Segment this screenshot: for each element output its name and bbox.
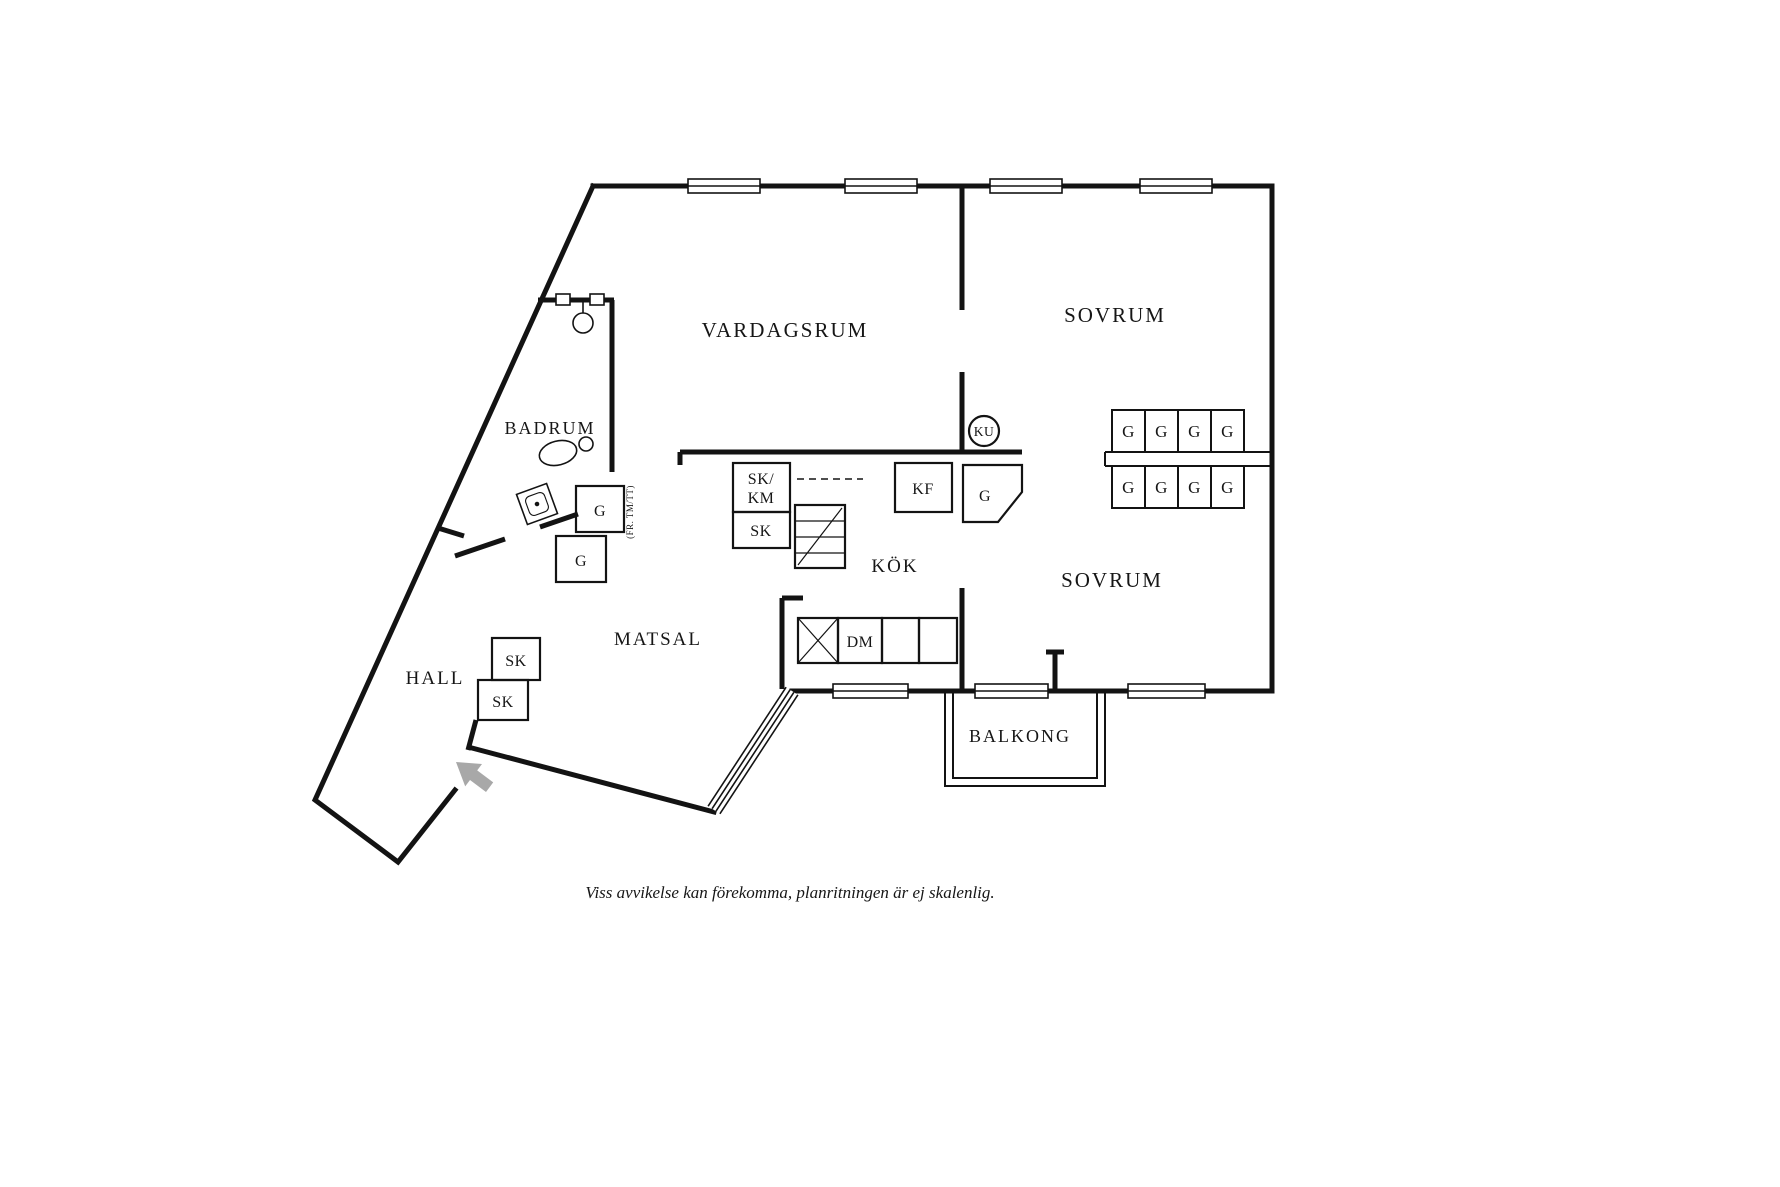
wardrobe-box xyxy=(1144,409,1179,453)
stove-shelf-unit xyxy=(793,503,847,570)
room-labels: VARDAGSRUM SOVRUM BADRUM KÖK SOVRUM MATS… xyxy=(406,303,1166,746)
label-wardrobe-g: G xyxy=(1122,478,1135,497)
room-label-sovrum-top: SOVRUM xyxy=(1064,303,1166,327)
window xyxy=(1139,178,1213,194)
wall-hall-stub xyxy=(437,525,465,539)
label-wardrobe-g: G xyxy=(1221,478,1234,497)
label-wardrobe-g: G xyxy=(1188,478,1201,497)
interior-walls xyxy=(437,186,1064,751)
wall-bathroom-bottom-left xyxy=(454,536,506,559)
label-wardrobe-g: G xyxy=(1155,422,1168,441)
window xyxy=(687,178,761,194)
bathroom-fixtures xyxy=(515,293,605,526)
closet-g xyxy=(574,484,626,534)
label-g-bath-2: G xyxy=(575,553,587,570)
balcony-door-window xyxy=(974,683,1049,699)
room-label-hall: HALL xyxy=(406,668,465,689)
cabinet-sk xyxy=(731,510,792,550)
hall-closets xyxy=(476,636,542,722)
room-label-matsal: MATSAL xyxy=(614,629,702,650)
closet-sk xyxy=(476,678,530,722)
room-label-kok: KÖK xyxy=(871,556,918,577)
wall-bathroom-bottom-right xyxy=(539,511,579,530)
cabinet-g-angled xyxy=(961,463,1024,524)
window xyxy=(989,178,1063,194)
windows xyxy=(687,178,1213,699)
toilet-tank xyxy=(578,436,594,452)
room-label-badrum: BADRUM xyxy=(504,418,595,438)
apartment-floor xyxy=(315,186,1272,862)
wall-box xyxy=(555,293,571,306)
entrance-arrow-icon xyxy=(456,762,494,792)
label-ku: KU xyxy=(974,424,995,439)
room-label-sovrum-bottom: SOVRUM xyxy=(1061,568,1163,592)
label-dm: DM xyxy=(847,634,874,651)
label-wardrobe-g: G xyxy=(1188,422,1201,441)
disclaimer-text: Viss avvikelse kan förekomma, planritnin… xyxy=(585,883,994,902)
label-g-bath-1: G xyxy=(594,503,606,520)
label-sk-km-1: SK/ xyxy=(748,471,774,488)
wardrobe-box xyxy=(1210,409,1245,453)
wall-hall-closet xyxy=(465,719,479,751)
kitchen-fixtures xyxy=(731,414,1024,665)
label-sk-hall-1: SK xyxy=(505,653,526,670)
slanted-window xyxy=(707,686,799,815)
window xyxy=(844,178,918,194)
wardrobes xyxy=(1111,409,1245,509)
toilet-icon xyxy=(538,439,578,467)
closet-g xyxy=(554,534,608,584)
room-label-balkong: BALKONG xyxy=(969,726,1071,746)
ku-circle xyxy=(967,414,1001,448)
window xyxy=(1127,683,1206,699)
window xyxy=(832,683,909,699)
label-wardrobe-g: G xyxy=(1221,422,1234,441)
label-sk-km-2: KM xyxy=(748,490,775,507)
label-fr-tm-tt: (FR. TM/TT) xyxy=(625,485,635,539)
label-wardrobe-g: G xyxy=(1122,422,1135,441)
wardrobe-box xyxy=(1210,465,1245,509)
wardrobe-box xyxy=(1111,409,1146,453)
outer-wall-hall xyxy=(311,182,597,866)
label-sk-hall-2: SK xyxy=(492,694,513,711)
label-g-kitchen: G xyxy=(979,488,991,505)
label-kf: KF xyxy=(912,481,933,498)
balcony-outline xyxy=(944,691,1106,787)
outer-wall-matsal-bottom xyxy=(468,744,718,816)
ceiling-lamp-icon xyxy=(572,312,594,334)
bath-closets xyxy=(554,484,626,584)
washbasin-icon xyxy=(515,482,559,526)
counter-box xyxy=(917,616,959,665)
room-label-vardagsrum: VARDAGSRUM xyxy=(702,318,869,342)
fixture-labels: SK/ KM SK KF G KU DM G G G G G G G G G G… xyxy=(492,422,1234,711)
wall-box xyxy=(589,293,605,306)
label-wardrobe-g: G xyxy=(1155,478,1168,497)
label-sk-kitchen: SK xyxy=(750,523,771,540)
cabinet-kf xyxy=(893,461,954,514)
